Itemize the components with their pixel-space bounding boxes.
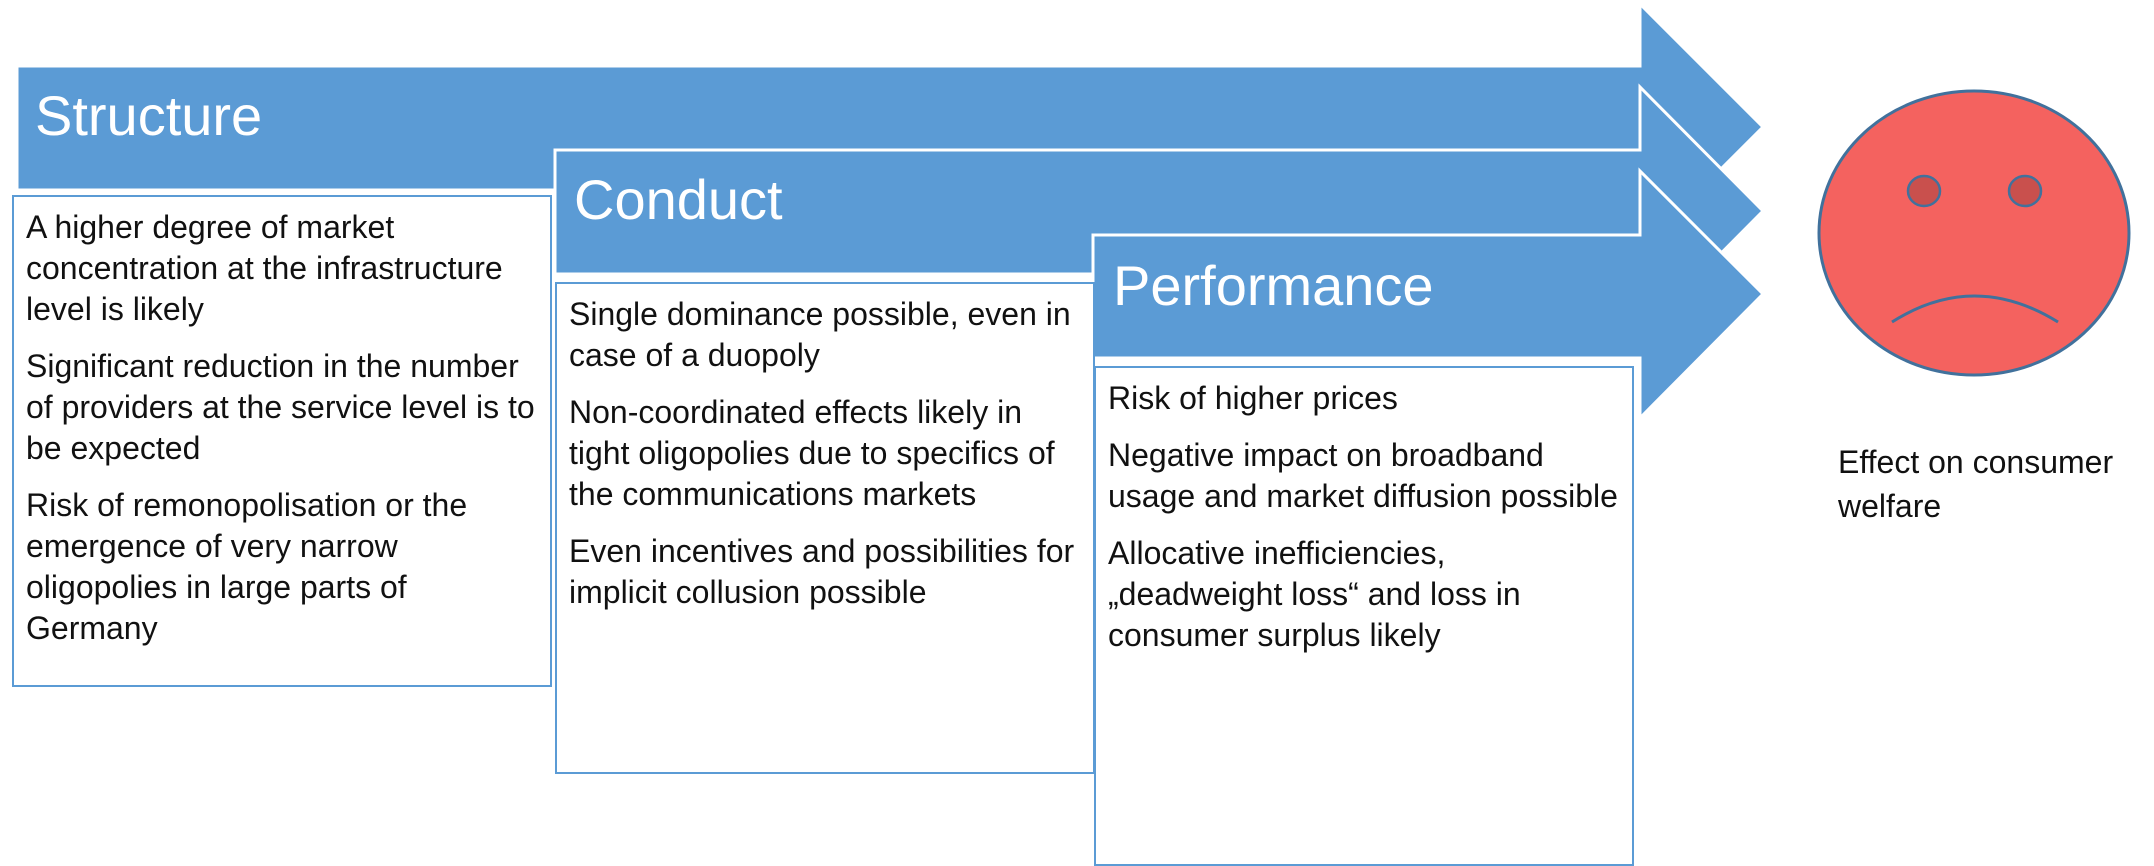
structure-box: A higher degree of market concentration …: [12, 195, 552, 687]
conduct-title: Conduct: [574, 168, 783, 231]
performance-arrow: [1091, 167, 1766, 422]
structure-point: Risk of remonopolisation or the emergenc…: [26, 487, 468, 646]
conduct-box: Single dominance possible, even in case …: [555, 282, 1095, 774]
performance-point: Risk of higher prices: [1108, 380, 1398, 416]
face-circle: [1817, 89, 2131, 377]
performance-title: Performance: [1113, 254, 1434, 317]
performance-point: Negative impact on broadband usage and m…: [1108, 437, 1618, 514]
consumer-welfare-caption: Effect on consumer welfare: [1838, 444, 2114, 524]
conduct-point: Non-coordinated effects likely in tight …: [569, 394, 1055, 512]
left-eye: [1906, 174, 1942, 208]
frown-mouth: [1891, 294, 2059, 324]
flow-diagram: [17, 4, 2131, 422]
conduct-point: Even incentives and possibilities for im…: [569, 533, 1075, 610]
structure-point: Significant reduction in the number of p…: [26, 348, 535, 466]
conduct-point: Single dominance possible, even in case …: [569, 296, 1071, 373]
sad-face-icon: [1817, 89, 2131, 377]
right-eye: [2007, 174, 2043, 208]
structure-title: Structure: [35, 84, 263, 147]
structure-point: A higher degree of market concentration …: [26, 209, 503, 327]
performance-point: Allocative inefficiencies, „deadweight l…: [1108, 535, 1521, 653]
performance-box: Risk of higher prices Negative impact on…: [1094, 366, 1634, 866]
